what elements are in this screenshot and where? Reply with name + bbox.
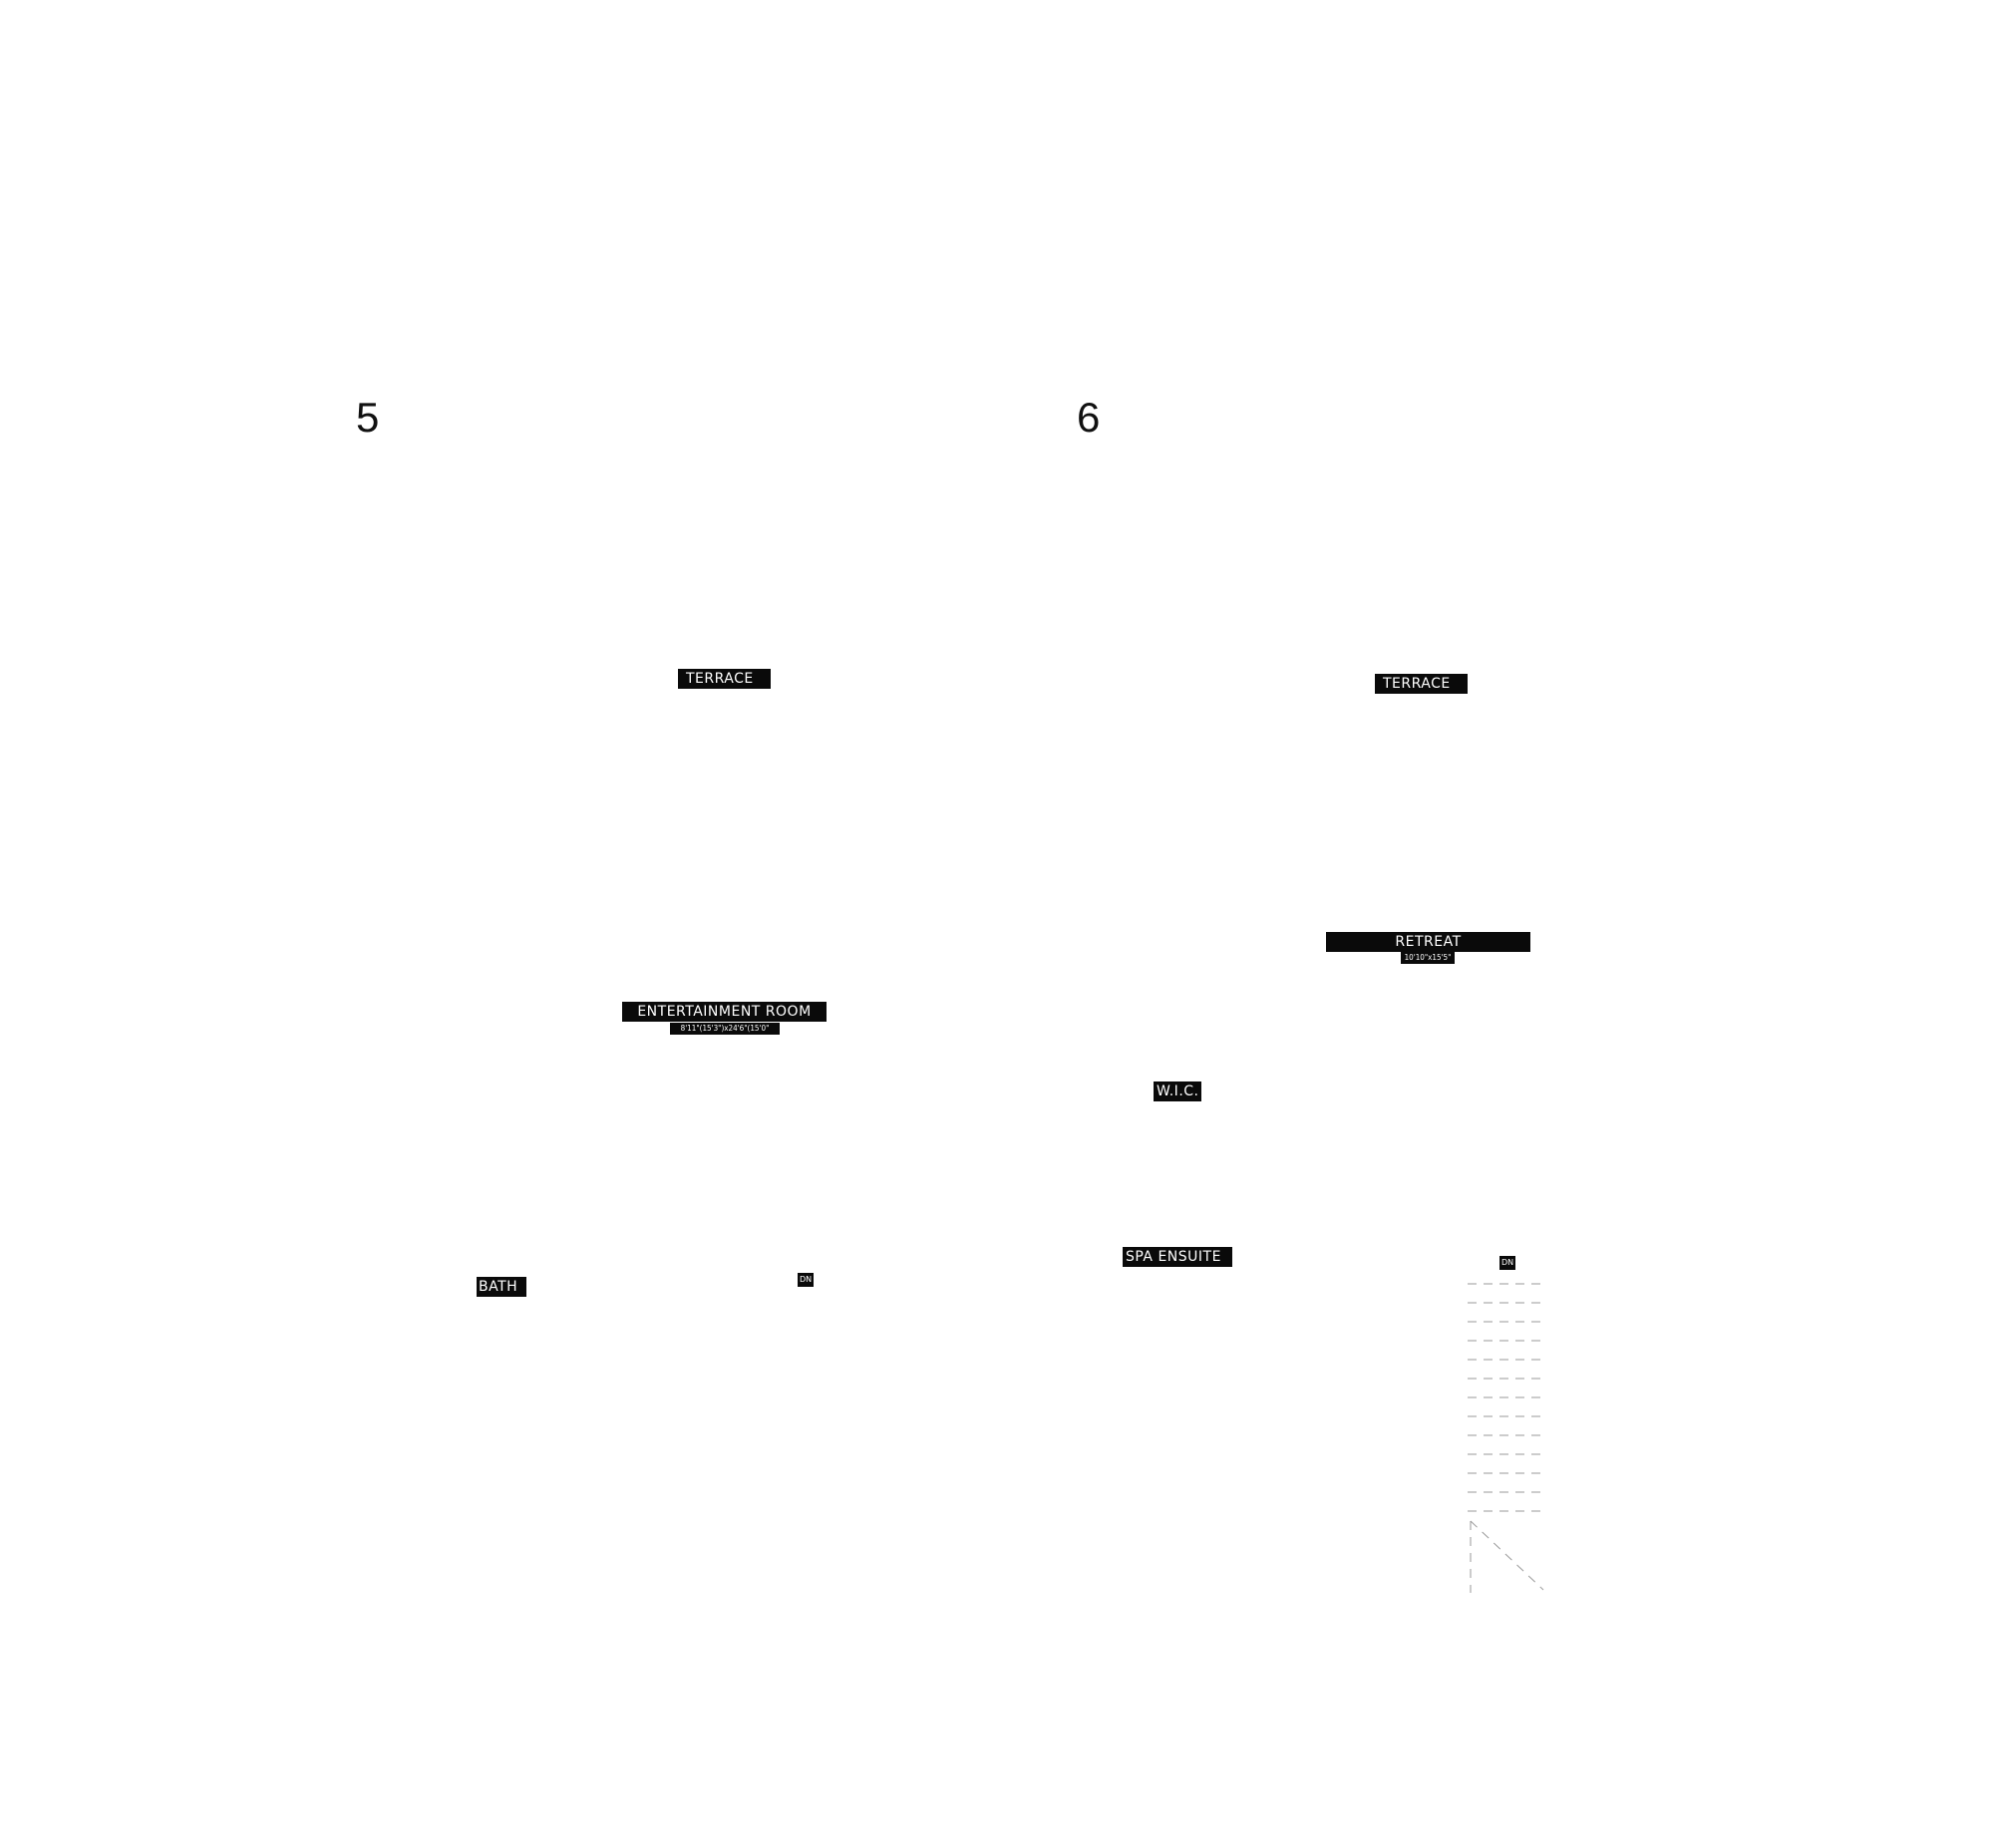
room-label-bath: BATH [477, 1277, 526, 1297]
room-label-wic: W.I.C. [1154, 1081, 1201, 1101]
room-label-retreat: RETREAT [1326, 932, 1530, 952]
stair-down-label: DN [798, 1273, 815, 1287]
room-label-entertainment-room: ENTERTAINMENT ROOM [622, 1002, 827, 1022]
room-label-terrace: TERRACE [678, 669, 771, 689]
staircase-outline [1468, 1283, 1544, 1593]
stair-down-label: DN [1499, 1256, 1516, 1270]
plan-number-5: 5 [356, 394, 380, 441]
plan-number-6: 6 [1077, 394, 1101, 441]
room-label-terrace: TERRACE [1375, 674, 1468, 694]
room-dimensions-entertainment-room: 8'11"(15'3")x24'6"(15'0" [670, 1023, 780, 1035]
room-dimensions-retreat: 10'10"x15'5" [1401, 952, 1455, 964]
room-label-spa-ensuite: SPA ENSUITE [1123, 1247, 1232, 1267]
